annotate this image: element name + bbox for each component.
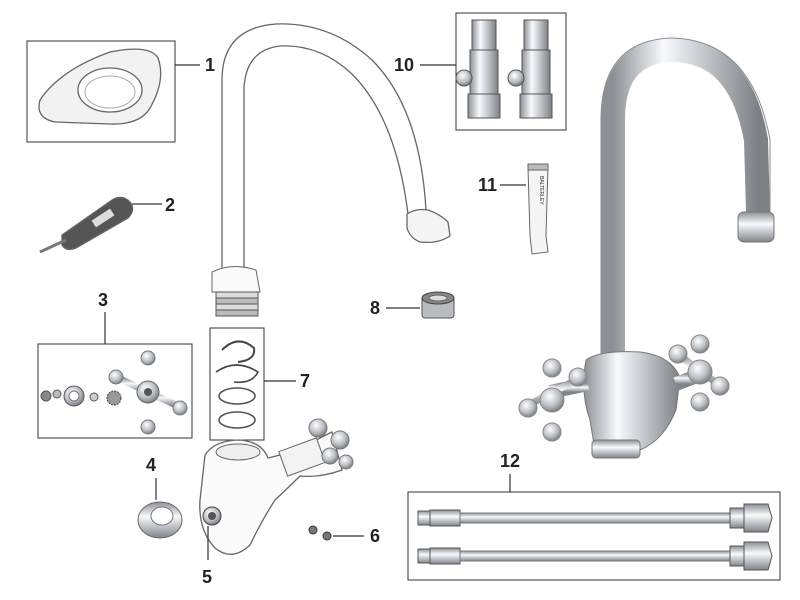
callout-10: 10 bbox=[394, 55, 414, 75]
part-3-frame bbox=[37, 343, 193, 439]
circlip bbox=[221, 340, 256, 363]
handle-small-part bbox=[52, 389, 62, 399]
part-6-screws-group: 6 bbox=[308, 525, 380, 546]
clip-ring bbox=[215, 364, 260, 384]
grease-tube-cap bbox=[527, 163, 549, 171]
base-plate-hole bbox=[77, 67, 143, 113]
spout-base-collar bbox=[211, 266, 261, 293]
part-10-isolating-valves-group: 10 bbox=[394, 12, 567, 131]
callout-5: 5 bbox=[202, 567, 212, 587]
callout-6: 6 bbox=[370, 526, 380, 546]
spout-thread bbox=[215, 291, 259, 317]
part-8-aerator-group: 8 bbox=[370, 291, 455, 319]
grub-screw-1 bbox=[308, 525, 318, 535]
callout-2: 2 bbox=[165, 195, 175, 215]
part-7-frame bbox=[209, 327, 265, 441]
handle-bushing-hole bbox=[68, 390, 80, 402]
tool-pin bbox=[39, 238, 67, 254]
spout-outlet bbox=[406, 208, 451, 244]
handle-screw bbox=[40, 390, 52, 402]
grease-tube-print: BALTERLEY bbox=[538, 176, 544, 205]
spout-outline-inner bbox=[243, 45, 409, 268]
valve-cartridge-core bbox=[208, 512, 216, 520]
isolating-valve-right bbox=[507, 19, 553, 119]
isolating-valve-left bbox=[455, 19, 501, 119]
o-ring-upper bbox=[218, 387, 256, 405]
assembled-right-handle bbox=[668, 334, 730, 412]
assembled-left-handle bbox=[518, 358, 590, 442]
part-1-base-plate-group: 1 bbox=[26, 40, 215, 143]
callout-1: 1 bbox=[205, 55, 215, 75]
base-plate-hole-inner bbox=[84, 75, 136, 109]
flange-hole bbox=[150, 506, 174, 526]
callout-7: 7 bbox=[300, 371, 310, 391]
callout-3: 3 bbox=[98, 290, 108, 310]
callout-12: 12 bbox=[500, 451, 520, 471]
flexible-hose-upper bbox=[417, 503, 773, 533]
callout-8: 8 bbox=[370, 298, 380, 318]
assembled-tap-photo bbox=[518, 37, 775, 459]
assembled-spout-edge bbox=[600, 37, 771, 360]
exploded-mixer-group: 7 5 bbox=[199, 23, 451, 587]
part-2-tool-group: 2 bbox=[39, 195, 175, 254]
o-ring-lower bbox=[218, 411, 256, 429]
tool-label bbox=[91, 208, 115, 228]
callout-11: 11 bbox=[478, 175, 497, 195]
grub-screw-2 bbox=[322, 531, 332, 541]
spout-outline-outer bbox=[221, 23, 427, 268]
cross-head-handle bbox=[108, 350, 188, 435]
handle-gear-adaptor bbox=[106, 390, 122, 406]
assembled-body bbox=[583, 351, 681, 457]
part-4-flange-group: 4 bbox=[137, 455, 183, 539]
grease-tube bbox=[527, 165, 549, 255]
handle-washer bbox=[89, 392, 99, 402]
assembled-body-foot bbox=[591, 439, 641, 459]
callout-4: 4 bbox=[146, 455, 156, 475]
assembled-spout-outlet bbox=[737, 211, 775, 243]
part-10-frame bbox=[455, 12, 567, 131]
mixer-body-top bbox=[215, 443, 261, 461]
part-12-flexible-hoses-group: 12 bbox=[407, 451, 781, 581]
mixer-body-arm bbox=[278, 437, 326, 477]
mixer-body-handle bbox=[308, 418, 354, 470]
flexible-hose-lower bbox=[417, 541, 773, 571]
assembled-spout bbox=[601, 37, 770, 372]
part-11-grease-tube-group: 11 BALTERLEY bbox=[478, 163, 549, 255]
part-3-handle-kit-group: 3 bbox=[37, 290, 193, 439]
part-1-frame bbox=[26, 40, 176, 143]
aerator-mesh bbox=[428, 294, 448, 302]
part-12-frame bbox=[407, 491, 781, 581]
